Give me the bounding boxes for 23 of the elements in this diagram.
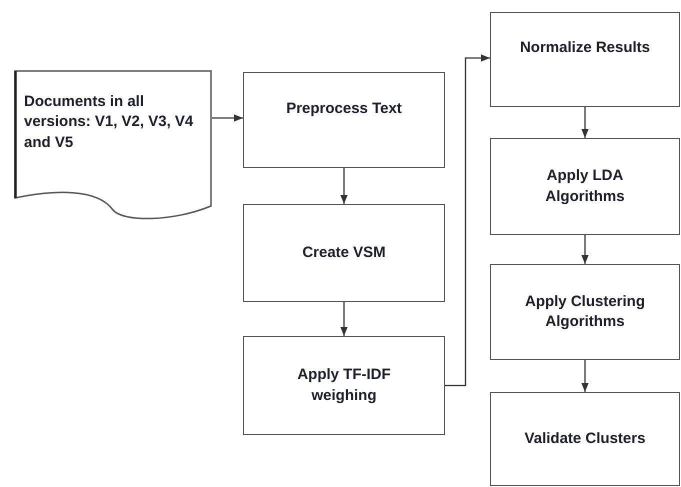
arrow bbox=[340, 168, 348, 204]
arrow bbox=[581, 235, 589, 264]
process-box bbox=[490, 138, 680, 235]
process-box bbox=[490, 392, 680, 486]
arrow bbox=[581, 360, 589, 392]
arrow bbox=[581, 107, 589, 138]
process-box bbox=[243, 72, 445, 168]
step-label: Create VSM bbox=[302, 242, 386, 263]
arrow bbox=[340, 302, 348, 336]
process-box bbox=[243, 336, 445, 435]
process-box bbox=[490, 264, 680, 360]
step-label: Preprocess Text bbox=[286, 98, 402, 119]
document-shape bbox=[14, 70, 212, 220]
step-label: Validate Clusters bbox=[524, 428, 646, 449]
step-label: Apply TF-IDF weighing bbox=[296, 365, 392, 406]
process-box bbox=[490, 12, 680, 107]
step-label: Apply LDA Algorithms bbox=[544, 166, 626, 206]
process-box bbox=[243, 204, 445, 302]
step-label: Normalize Results bbox=[520, 38, 650, 58]
arrow bbox=[212, 114, 243, 122]
step-label: Apply Clustering Algorithms bbox=[524, 292, 646, 332]
arrow bbox=[445, 54, 490, 386]
step-label: Documents in all versions: V1, V2, V3, V4 and V5 bbox=[24, 92, 194, 153]
